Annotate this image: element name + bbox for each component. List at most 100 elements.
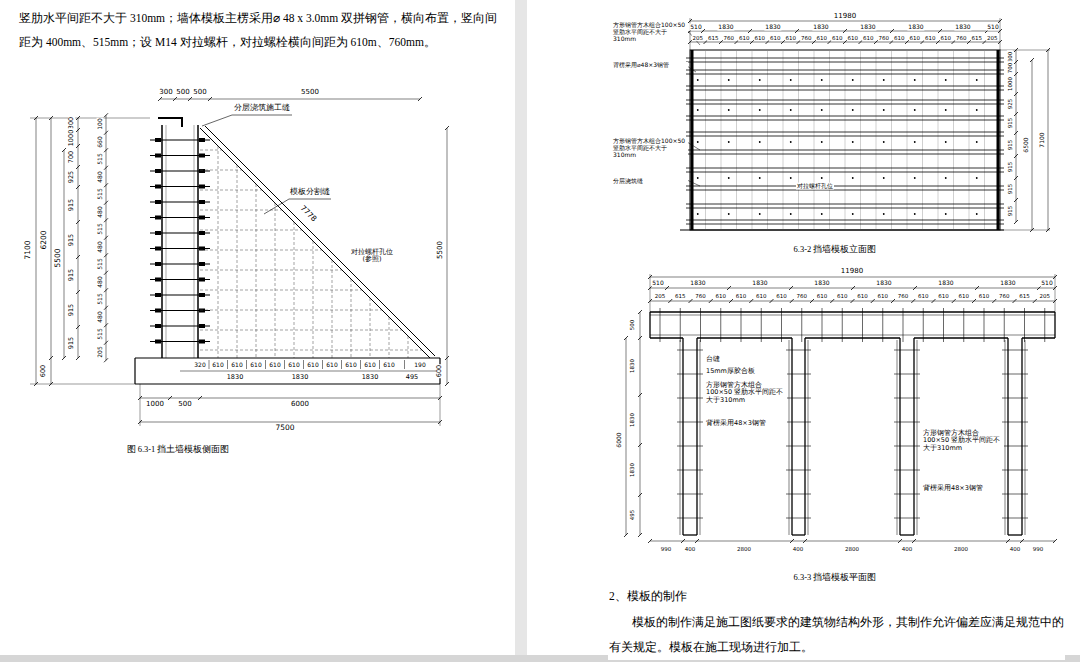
dimension-label: 915 xyxy=(1007,183,1013,196)
waler xyxy=(155,293,161,297)
tie-hole xyxy=(821,109,823,111)
leader-line xyxy=(232,115,292,116)
dimension-line xyxy=(64,150,65,358)
dimension-tick xyxy=(104,131,108,135)
figure-caption: 图 6.3-1 挡土墙模板侧面图 xyxy=(126,445,231,455)
dimension-label: 610 xyxy=(325,362,338,369)
waler xyxy=(199,231,205,235)
dimension-label: 610 xyxy=(754,35,767,41)
dimension-label: 610 xyxy=(909,35,922,41)
waler xyxy=(155,309,161,313)
note-label: 对拉螺杆孔位 xyxy=(796,183,834,190)
dimension-tick xyxy=(322,360,323,369)
dimension-tick xyxy=(208,97,212,101)
dimension-label: 1830 xyxy=(226,374,245,381)
formwork-plate xyxy=(1005,340,1006,535)
dimension-label: 610 xyxy=(230,362,243,369)
tie-hole xyxy=(883,141,885,143)
tie-rod xyxy=(903,308,904,342)
vertical-rib xyxy=(860,50,861,230)
tie-rod xyxy=(680,308,681,342)
vertical-rib xyxy=(798,50,799,230)
panel-joint xyxy=(200,250,322,251)
steel-pipe-waler xyxy=(686,74,1004,75)
tie-rod xyxy=(894,398,920,399)
tie-hole xyxy=(914,79,916,81)
dimension-tick xyxy=(1037,286,1041,290)
dimension-label: 1830 xyxy=(751,280,768,287)
tie-rod xyxy=(786,470,811,471)
dimension-line xyxy=(78,118,79,358)
dimension-tick xyxy=(341,360,342,369)
dimension-tick xyxy=(638,393,642,397)
tie-hole xyxy=(976,213,978,215)
note-label: 背楞采用⌀48×3钢管 xyxy=(612,62,688,69)
dimension-label: 615 xyxy=(971,35,984,41)
dimension-tick xyxy=(975,286,979,290)
extension-line xyxy=(140,384,141,426)
dimension-label: 515 xyxy=(97,257,104,270)
dimension-label: 5500 xyxy=(54,247,63,268)
tie-hole xyxy=(976,141,978,143)
dimension-tick xyxy=(790,539,794,543)
panel-joint xyxy=(218,146,219,358)
dimension-label: 1830 xyxy=(629,358,635,374)
dimension-tick xyxy=(665,286,669,290)
leader-line xyxy=(687,142,700,150)
waler xyxy=(155,247,161,251)
extension-line xyxy=(1055,274,1056,312)
dimension-label: 700 xyxy=(68,150,75,164)
dimension-label: 760 xyxy=(800,35,813,41)
dimension-label: 11980 xyxy=(833,12,857,20)
wall-outline xyxy=(650,337,683,338)
dimension-label: 300 xyxy=(158,88,173,96)
wall-outline xyxy=(650,311,1055,312)
dimension-tick xyxy=(770,299,774,303)
panel-joint xyxy=(275,203,276,358)
tie-hole xyxy=(728,177,730,179)
tie-rod xyxy=(984,308,985,342)
tie-rod xyxy=(786,398,811,399)
dimension-tick xyxy=(638,443,642,447)
tie-hole xyxy=(976,177,978,179)
section-heading: 2、模板的制作 xyxy=(608,590,688,603)
tie-rod xyxy=(677,518,703,519)
tie-rod xyxy=(786,350,811,351)
tie-rod xyxy=(677,350,703,351)
dimension-label: 610 xyxy=(893,35,906,41)
dimension-tick xyxy=(158,97,162,101)
dimension-label: 915 xyxy=(1007,139,1013,152)
dimension-label: 610 xyxy=(306,362,319,369)
formwork-plate xyxy=(1025,340,1026,535)
tie-rod xyxy=(894,350,920,351)
tie-rod xyxy=(801,308,802,342)
dimension-label: 925 xyxy=(68,170,75,184)
vertical-rib xyxy=(767,50,768,230)
dimension-label: 500 xyxy=(175,88,190,96)
dimension-label: 1000 xyxy=(1007,76,1013,92)
tie-rod xyxy=(894,494,920,495)
tie-hole xyxy=(914,213,916,215)
dimension-label: 760 xyxy=(694,293,707,299)
dimension-label: 7100 xyxy=(1039,131,1046,148)
dimension-label: 915 xyxy=(68,233,75,247)
dimension-label: 1000 xyxy=(68,129,75,148)
steel-pipe-waler xyxy=(686,168,1004,169)
panel-joint xyxy=(200,270,342,271)
dimension-tick xyxy=(62,356,66,360)
vertical-rib xyxy=(938,50,939,230)
dimension-tick xyxy=(168,396,172,400)
slope-brace xyxy=(205,126,435,356)
steel-pipe-waler xyxy=(686,58,1004,59)
dimension-tick xyxy=(1030,58,1034,62)
steel-pipe-waler xyxy=(686,150,1004,151)
dimension-label: 610 xyxy=(816,293,829,299)
dimension-tick xyxy=(104,183,108,187)
dimension-tick xyxy=(104,218,108,222)
dimension-label: 610 xyxy=(978,293,991,299)
tie-hole xyxy=(821,177,823,179)
tie-rod xyxy=(677,470,703,471)
dimension-tick xyxy=(638,310,642,314)
dimension-label: 7500 xyxy=(274,424,295,433)
dimension-label: 915 xyxy=(68,268,75,282)
